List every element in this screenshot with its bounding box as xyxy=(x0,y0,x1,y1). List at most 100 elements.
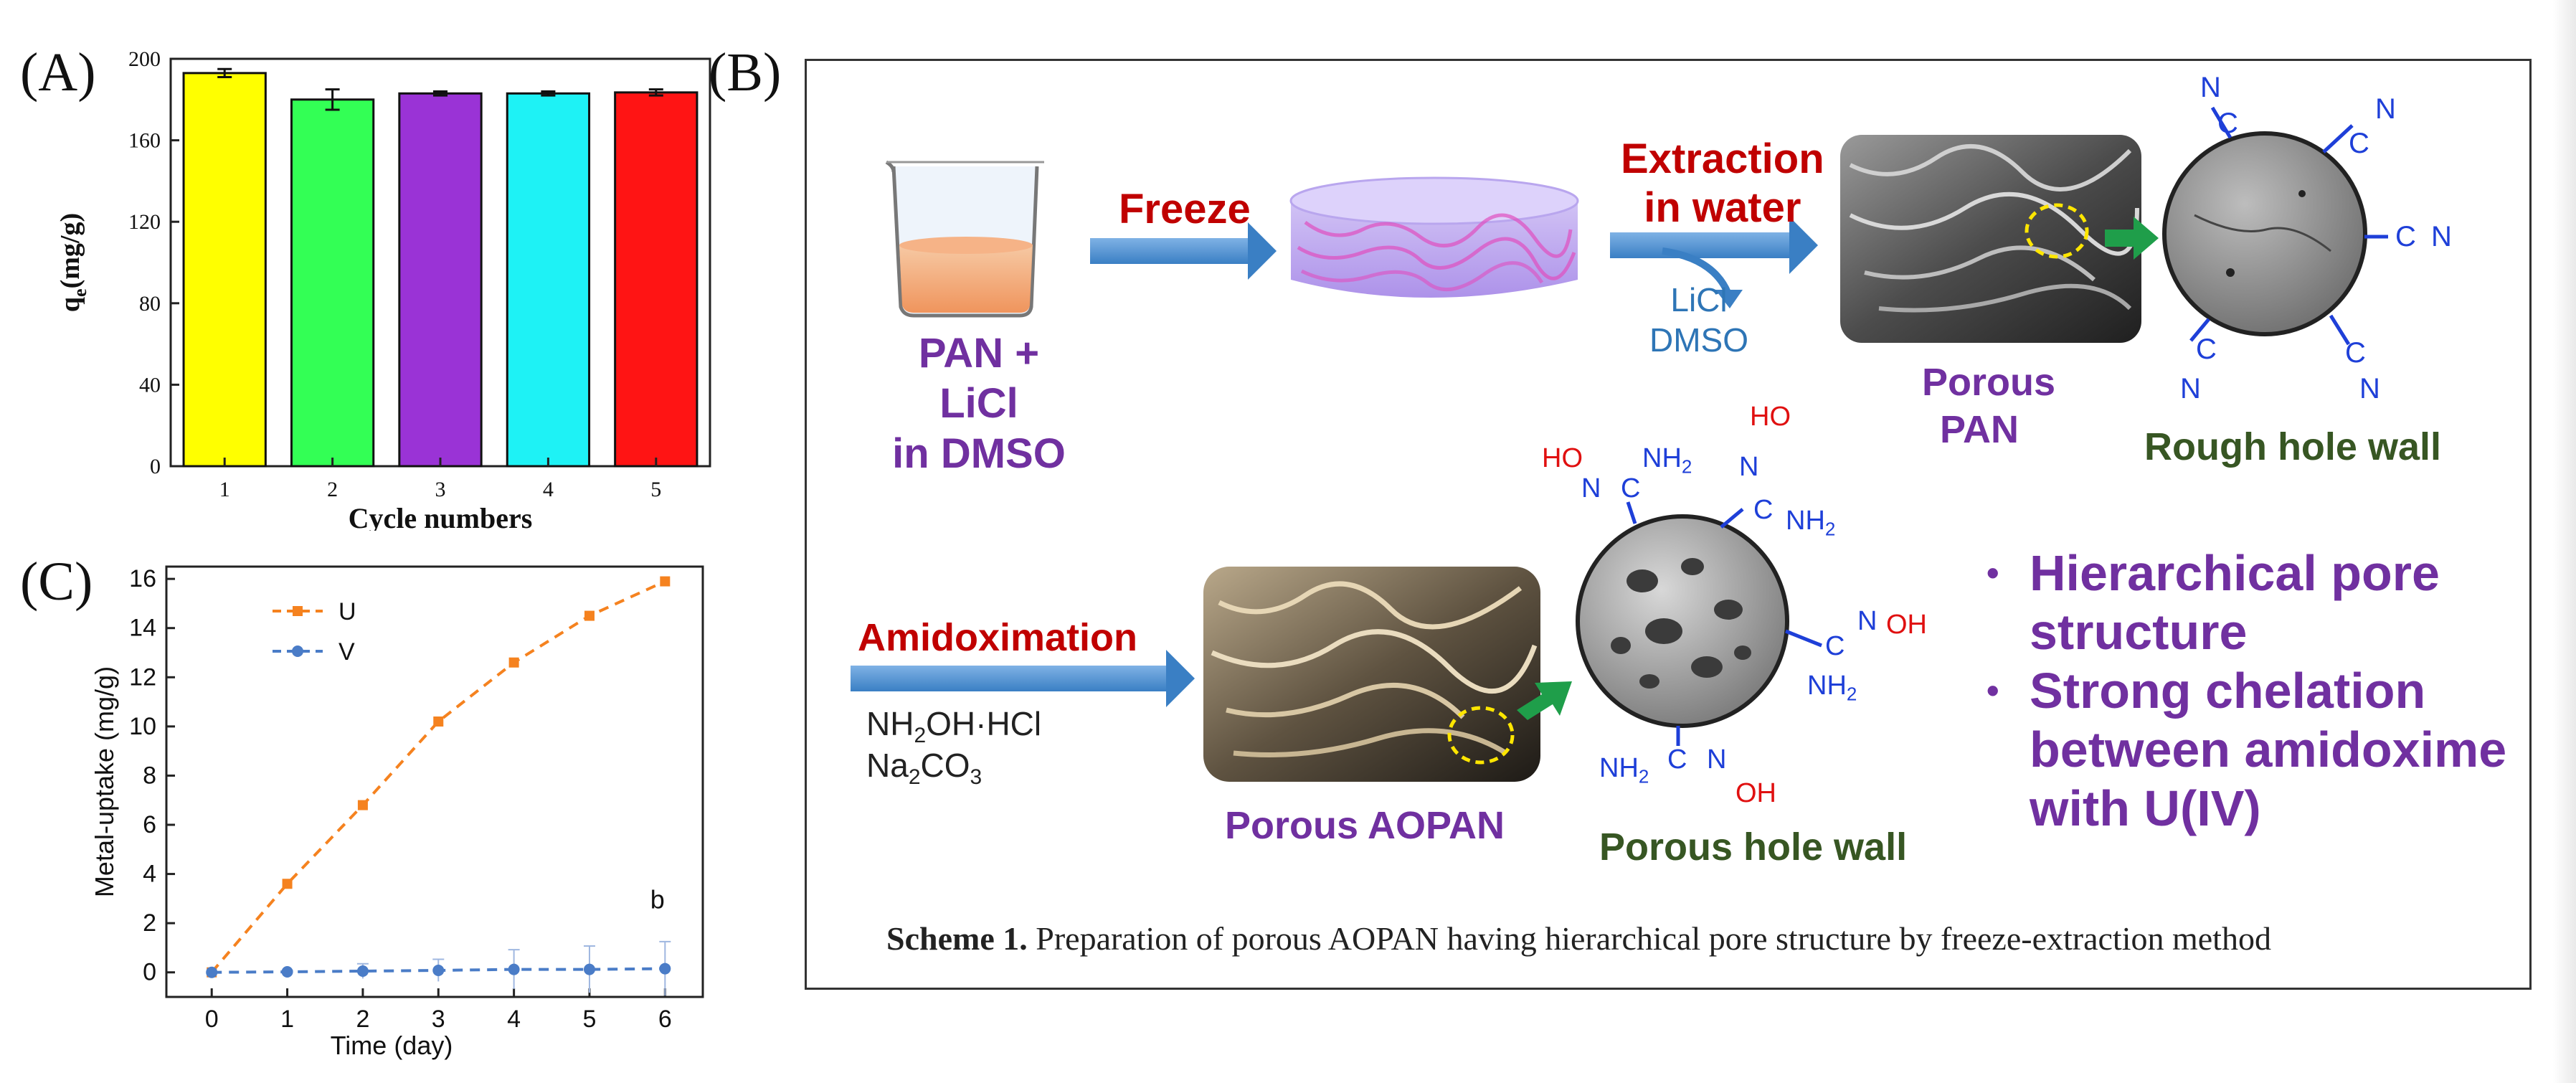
bullet-2-line-1: Strong chelation xyxy=(2030,663,2426,719)
ao-nh2-2-sub: 2 xyxy=(1824,518,1836,540)
label-reagent-1: NH2OH·HCl xyxy=(866,704,1041,748)
cn-c-4: C xyxy=(2345,337,2366,369)
bullet-2-symbol: • xyxy=(1987,671,1999,711)
x-tick-label: 0 xyxy=(205,1006,219,1033)
y-axis-label: qe(mg/g) xyxy=(55,213,90,312)
label-extraction-1: Extraction xyxy=(1621,136,1824,182)
ao-oh-3: OH xyxy=(1886,610,1927,640)
ao-n-2: N xyxy=(1739,452,1759,482)
amidoxime-bonds xyxy=(1626,501,1822,746)
x-axis-label: Cycle numbers xyxy=(349,502,533,531)
ao-nh2-4-a: NH xyxy=(1599,753,1639,783)
point-U xyxy=(660,576,671,587)
annotation-b: b xyxy=(650,885,665,914)
nitrile-groups xyxy=(2189,106,2388,346)
bullet-1: • Hierarchical pore structure xyxy=(1987,544,2506,661)
cn-c-3: C xyxy=(2395,221,2416,252)
point-V xyxy=(206,966,218,978)
label-amidoximation: Amidoximation xyxy=(858,616,1138,659)
scheme-caption: Scheme 1. Preparation of porous AOPAN ha… xyxy=(886,919,2271,957)
ao-nh2-3-sub: 2 xyxy=(1846,683,1857,705)
point-U xyxy=(282,879,293,889)
x-tick-label: 3 xyxy=(435,478,446,501)
x-tick-label: 2 xyxy=(327,478,338,501)
caption-bold: Scheme 1. xyxy=(886,920,1028,957)
label-solvent-licl: LiCl xyxy=(1670,281,1728,318)
ao-ho-1: HO xyxy=(1542,443,1583,473)
point-V xyxy=(508,963,520,975)
rough-hole-wall-sphere xyxy=(2162,131,2367,336)
label-start-1: PAN + LiCl xyxy=(918,330,1040,427)
y-axis-label-sub: e xyxy=(70,288,90,297)
ao-nh2-2-a: NH xyxy=(1786,506,1825,536)
bullet-1-line-2: structure xyxy=(2030,604,2248,660)
sem-image-porous-aopan xyxy=(1203,567,1572,782)
point-V xyxy=(432,964,445,976)
panel-b-label: (B) xyxy=(709,42,782,103)
point-V xyxy=(356,965,369,977)
label-start-2: in DMSO xyxy=(892,430,1066,477)
y-tick-label: 16 xyxy=(129,565,156,592)
x-tick-label: 4 xyxy=(543,478,554,501)
x-tick-label: 1 xyxy=(219,478,230,501)
ao-ho-2: HO xyxy=(1750,402,1791,432)
cn-n-4: N xyxy=(2359,373,2380,405)
label-porous-pan: Porous PAN xyxy=(1922,359,2056,453)
legend-label-V: V xyxy=(338,638,355,666)
y-tick-label: 14 xyxy=(129,615,156,642)
label-solvent: LiCl DMSO xyxy=(1649,280,1748,360)
bullet-2-line-2: between amidoxime xyxy=(2030,722,2507,777)
y-tick-label: 120 xyxy=(128,210,161,234)
y-tick-label: 80 xyxy=(139,292,161,316)
y-tick-label: 0 xyxy=(143,959,156,986)
cn-n-5: N xyxy=(2180,373,2201,405)
panel-c-label: (C) xyxy=(20,552,93,612)
label-solvent-dmso: DMSO xyxy=(1649,321,1748,359)
bullet-2-text: Strong chelation between amidoxime with … xyxy=(2030,661,2506,838)
bar xyxy=(398,92,483,468)
label-porous-aopan: Porous AOPAN xyxy=(1225,804,1505,847)
y-tick-label: 0 xyxy=(150,455,161,478)
label-rough-hole-wall: Rough hole wall xyxy=(2144,425,2441,468)
label-freeze: Freeze xyxy=(1119,186,1251,232)
ao-n-4: N xyxy=(1707,744,1727,775)
y-tick-label: 200 xyxy=(128,47,161,71)
reagent-2-sub1: 2 xyxy=(908,765,921,790)
ao-nh2-4-sub: 2 xyxy=(1638,765,1649,788)
y-tick-label: 160 xyxy=(128,129,161,153)
caption-text: Preparation of porous AOPAN having hiera… xyxy=(1027,920,2271,957)
legend-label-U: U xyxy=(338,598,356,625)
sem-image-porous-pan xyxy=(1840,135,2159,343)
ao-nh2-1-a: NH xyxy=(1642,443,1682,473)
point-U xyxy=(433,717,444,727)
reagent-2-c: CO xyxy=(920,747,970,784)
point-V xyxy=(281,966,293,978)
reagent-2-sub2: 3 xyxy=(970,765,982,790)
cn-c-5: C xyxy=(2196,334,2217,365)
label-porous-hole-wall: Porous hole wall xyxy=(1599,826,1908,869)
reagent-1-a: NH xyxy=(866,705,914,742)
y-tick-label: 12 xyxy=(129,663,156,691)
ao-nh2-1-sub: 2 xyxy=(1681,455,1692,478)
y-tick-label: 40 xyxy=(139,373,161,397)
y-axis-label-unit: (mg/g) xyxy=(55,213,85,289)
label-porous-pan-1: Porous xyxy=(1922,361,2056,404)
y-tick-label: 10 xyxy=(129,713,156,740)
reagent-1-sub: 2 xyxy=(914,724,927,748)
label-porous-pan-2: PAN xyxy=(1939,408,2019,451)
ao-c-3: C xyxy=(1825,631,1845,661)
ao-nh2-2: NH2 xyxy=(1786,506,1835,541)
feature-bullets: • Hierarchical pore structure • Strong c… xyxy=(1987,544,2506,838)
bullet-1-text: Hierarchical pore structure xyxy=(2030,544,2440,661)
x-tick-label: 2 xyxy=(356,1006,369,1033)
frozen-disc-icon xyxy=(1289,176,1579,298)
y-tick-label: 4 xyxy=(143,861,156,888)
cn-n-3: N xyxy=(2431,221,2452,252)
plot-frame xyxy=(165,565,704,998)
point-U xyxy=(584,610,595,621)
ao-nh2-1: NH2 xyxy=(1642,443,1692,478)
arrow-freeze xyxy=(1090,222,1277,280)
